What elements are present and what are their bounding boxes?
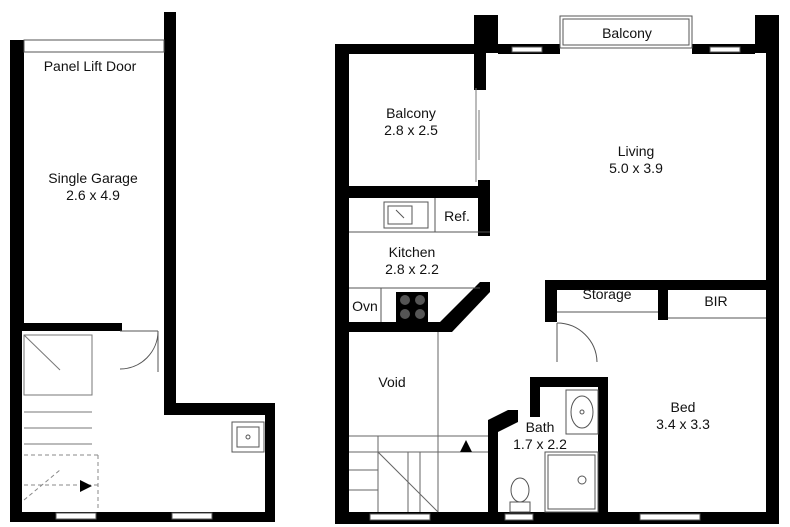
- entry-wall-left: [10, 325, 22, 522]
- single-garage-label: Single Garage 2.6 x 4.9: [48, 170, 138, 204]
- top-balcony-name: Balcony: [602, 25, 652, 41]
- balcony-name: Balcony: [386, 105, 436, 121]
- wall-kitchen-bottom: [335, 322, 445, 332]
- wall-bath-angle: [488, 410, 518, 432]
- entry-wall-right: [265, 403, 275, 522]
- refrigerator-label: Ref.: [444, 208, 470, 225]
- bath-basin-icon: [565, 389, 599, 435]
- void-stair-arrow-icon: [460, 440, 472, 452]
- unit-walls: [335, 15, 779, 524]
- wall-balcony-bottom: [335, 186, 490, 198]
- garage-windows: [55, 512, 213, 520]
- panel-lift-door-name: Panel Lift Door: [43, 58, 137, 74]
- wall-right-outer: [766, 44, 779, 524]
- oven-name: Ovn: [352, 298, 378, 314]
- shower-icon: [544, 451, 599, 513]
- storage-label: Storage: [582, 286, 631, 303]
- stair-direction-arrow-icon: [80, 480, 92, 492]
- single-garage-dim: 2.6 x 4.9: [66, 187, 120, 203]
- balcony-dim: 2.8 x 2.5: [384, 122, 438, 138]
- garage-wall-left-upper: [10, 40, 24, 325]
- panel-lift-door-label: Panel Lift Door: [44, 58, 137, 75]
- living-label: Living 5.0 x 3.9: [609, 143, 663, 177]
- bed-dim: 3.4 x 3.3: [656, 416, 710, 432]
- kitchen-sink-icon: [383, 201, 429, 229]
- kitchen-dim: 2.8 x 2.2: [385, 261, 439, 277]
- toilet-icon: [509, 477, 531, 513]
- balcony-sliding-door: [475, 88, 480, 182]
- kitchen-bench: [349, 198, 490, 322]
- void-name: Void: [378, 374, 406, 390]
- bath-label: Bath 1.7 x 2.2: [513, 419, 567, 453]
- garage-wall-door-stub: [164, 320, 176, 330]
- cooktop-icon: [396, 292, 428, 322]
- laundry-sink-icon: [231, 421, 265, 453]
- kitchen-label: Kitchen 2.8 x 2.2: [385, 244, 439, 278]
- entry-wall-top: [164, 403, 275, 415]
- storage-bir-lines: [557, 311, 766, 319]
- storage-name: Storage: [582, 286, 632, 302]
- unit-windows: [369, 46, 741, 521]
- wall-bath-top: [530, 377, 606, 387]
- bir-label: BIR: [704, 293, 727, 310]
- living-name: Living: [617, 143, 655, 159]
- panel-lift-door: [23, 39, 165, 53]
- bed-label: Bed 3.4 x 3.3: [656, 399, 710, 433]
- wall-storage-right: [658, 280, 668, 320]
- entry-stairs: [23, 334, 93, 445]
- balcony-label: Balcony 2.8 x 2.5: [384, 105, 438, 139]
- bed-door-swing: [556, 322, 598, 363]
- wall-storage-top: [545, 280, 766, 290]
- refrigerator-name: Ref.: [444, 208, 470, 224]
- bath-name: Bath: [525, 419, 555, 435]
- kitchen-name: Kitchen: [388, 244, 436, 260]
- bir-name: BIR: [704, 293, 728, 309]
- void-stairs: [349, 332, 488, 513]
- wall-balcony-right: [474, 44, 486, 90]
- entry-stairs-dashed: [23, 454, 99, 510]
- top-balcony-outline: [559, 15, 693, 49]
- wall-void-right: [488, 420, 498, 520]
- garage-entry-divider: [22, 323, 122, 331]
- garage-walls: [10, 12, 275, 522]
- living-dim: 5.0 x 3.9: [609, 160, 663, 176]
- garage-wall-right: [164, 12, 176, 415]
- wall-storage-left: [545, 280, 557, 322]
- single-garage-name: Single Garage: [48, 170, 138, 186]
- bath-dim: 1.7 x 2.2: [513, 436, 567, 452]
- top-balcony-label: Balcony: [602, 25, 652, 42]
- garage-door-swing: [119, 330, 159, 372]
- entry-wall-bottom: [10, 512, 275, 522]
- wall-bath-left: [530, 377, 540, 417]
- wall-left-outer: [335, 44, 349, 524]
- bed-name: Bed: [670, 399, 696, 415]
- void-label: Void: [378, 374, 405, 391]
- wall-bath-right: [598, 377, 608, 517]
- oven-label: Ovn: [352, 298, 378, 315]
- wall-kitchen-fridge-right: [478, 180, 490, 236]
- wall-balcony-top: [335, 44, 485, 54]
- wall-kitchen-angle: [440, 282, 490, 332]
